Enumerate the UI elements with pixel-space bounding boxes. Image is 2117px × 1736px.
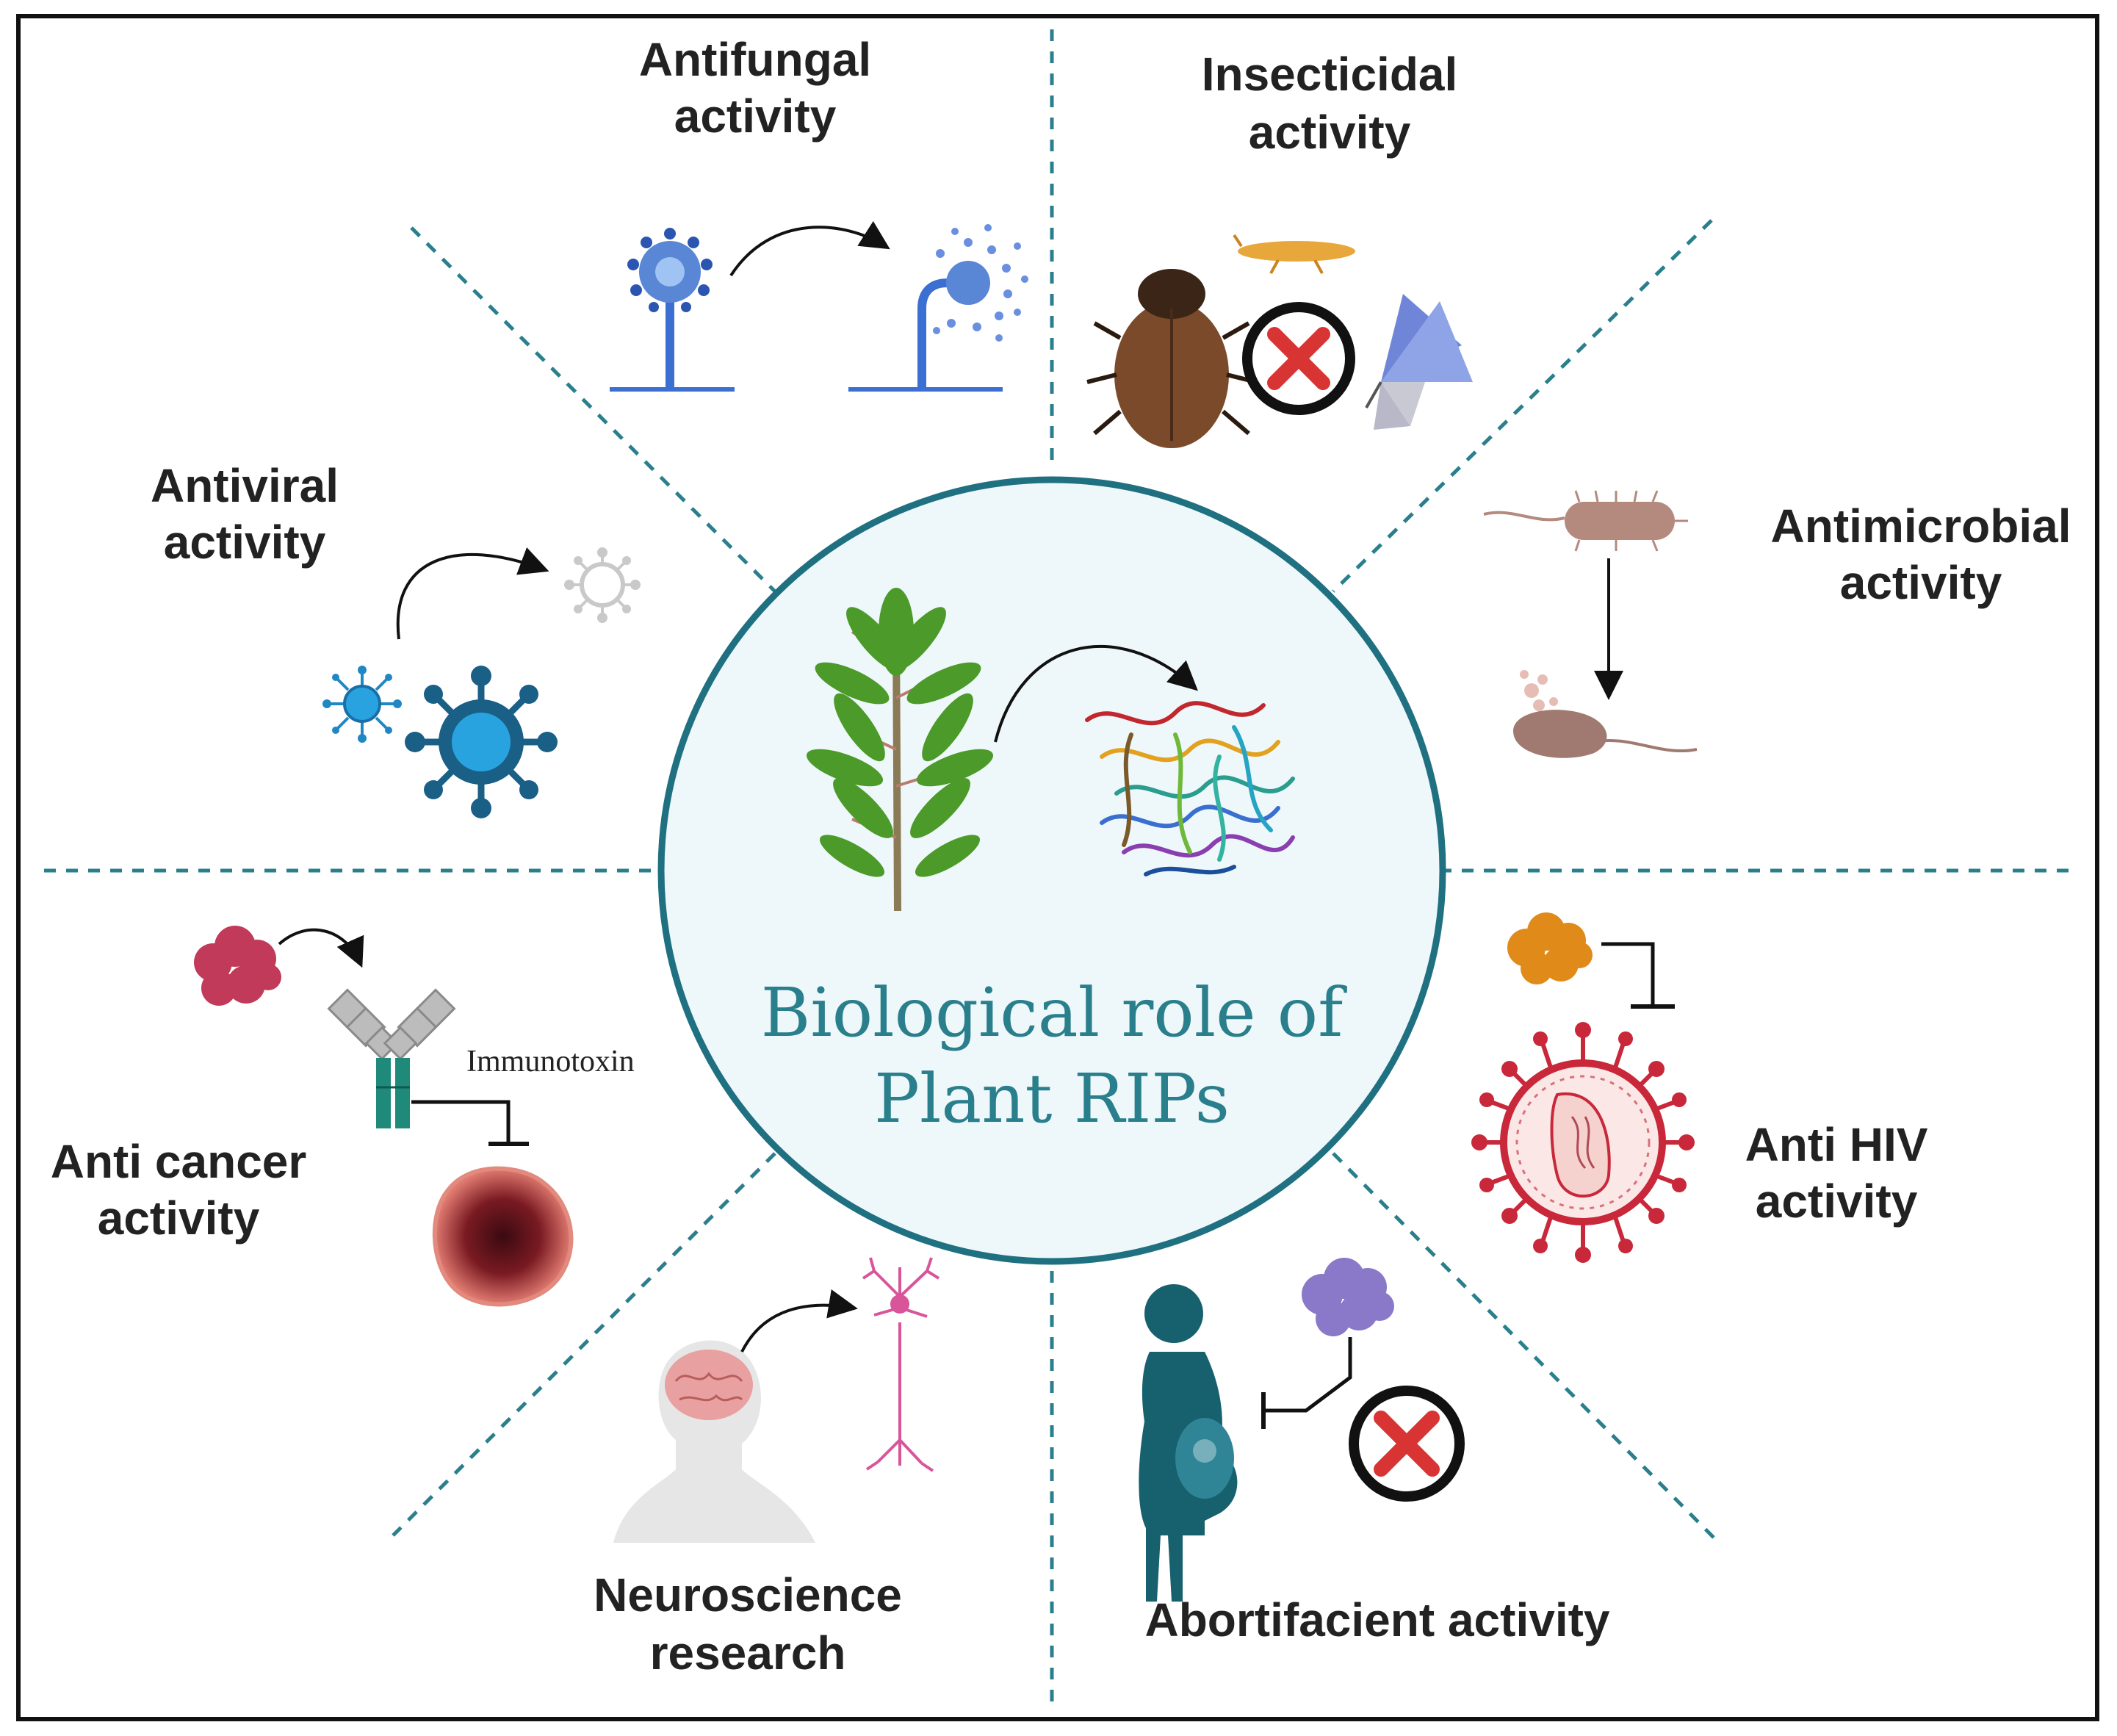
immunotoxin-label: Immunotoxin bbox=[466, 1045, 635, 1078]
hiv-virus-icon bbox=[1471, 1022, 1695, 1263]
antifungal-label-line1: Antifungal bbox=[639, 33, 871, 86]
neuron-icon bbox=[862, 1257, 940, 1472]
toxin-blob-icon bbox=[194, 926, 281, 1006]
divider-bottom-right bbox=[1332, 1152, 1720, 1544]
bacteria-icon bbox=[1483, 490, 1688, 552]
butterfly-icon bbox=[1365, 294, 1473, 430]
beetle-icon bbox=[1086, 269, 1257, 448]
antimicrobial-label-line2: activity bbox=[1840, 556, 2002, 609]
abortifacient-label: Abortifacient activity bbox=[1144, 1593, 1609, 1646]
hiv-inhibition-line bbox=[1601, 942, 1655, 1006]
neuroscience-label-line2: research bbox=[650, 1627, 846, 1679]
abortifacient-inhibition-line bbox=[1263, 1337, 1352, 1413]
inactive-virus-icon bbox=[564, 547, 641, 623]
insecticidal-label-line2: activity bbox=[1249, 106, 1411, 159]
antifungal-label-line2: activity bbox=[674, 90, 837, 143]
divider-bottom-left bbox=[392, 1152, 776, 1537]
sector-dividers bbox=[44, 29, 2071, 1712]
antiviral-arrow bbox=[396, 547, 549, 640]
antimicrobial-label-line1: Antimicrobial bbox=[1771, 500, 2071, 552]
immunotoxin-inhibition-line bbox=[411, 1100, 511, 1142]
center-circle bbox=[657, 476, 1446, 1265]
protein-structure-icon bbox=[1085, 701, 1295, 876]
thrips-icon bbox=[1233, 234, 1355, 274]
small-virus-icon bbox=[322, 666, 402, 743]
neuron-soma bbox=[890, 1294, 909, 1314]
center-title-line1: Biological role of bbox=[761, 973, 1347, 1052]
virus-icon bbox=[405, 666, 558, 818]
antiviral-label-line1: Antiviral bbox=[151, 459, 339, 512]
antibody-icon bbox=[327, 988, 456, 1128]
antiviral-label-line2: activity bbox=[164, 516, 326, 569]
lysed-bacteria-icon bbox=[1513, 670, 1698, 758]
plant-to-protein-arrow bbox=[994, 645, 1198, 743]
fungus-arrow bbox=[729, 220, 890, 277]
anti-hiv-label-line2: activity bbox=[1756, 1175, 1918, 1228]
neuroscience-arrow bbox=[740, 1289, 858, 1353]
neuroscience-label-line1: Neuroscience bbox=[594, 1568, 902, 1621]
tumor-icon bbox=[432, 1166, 574, 1307]
divider-top-left bbox=[410, 226, 776, 593]
center-title-line2: Plant RIPs bbox=[874, 1059, 1230, 1138]
anti-cancer-label-line1: Anti cancer bbox=[51, 1135, 307, 1188]
x-mark-icon bbox=[1242, 302, 1355, 415]
human-head-icon bbox=[613, 1340, 815, 1543]
protein-blob-purple-icon bbox=[1302, 1258, 1394, 1336]
anti-hiv-label-line1: Anti HIV bbox=[1745, 1118, 1928, 1171]
divider-top-right bbox=[1332, 219, 1713, 593]
fungus-icon bbox=[610, 228, 735, 392]
fungus-spores-icon bbox=[848, 224, 1028, 392]
plant-icon bbox=[806, 588, 994, 912]
x-mark-icon-2 bbox=[1349, 1386, 1465, 1502]
anticancer-arrow bbox=[278, 928, 364, 968]
anti-cancer-label-line2: activity bbox=[98, 1192, 260, 1245]
insecticidal-label-line1: Insecticidal bbox=[1202, 48, 1458, 101]
pregnant-woman-icon bbox=[1139, 1284, 1238, 1602]
protein-blob-icon bbox=[1507, 912, 1593, 984]
